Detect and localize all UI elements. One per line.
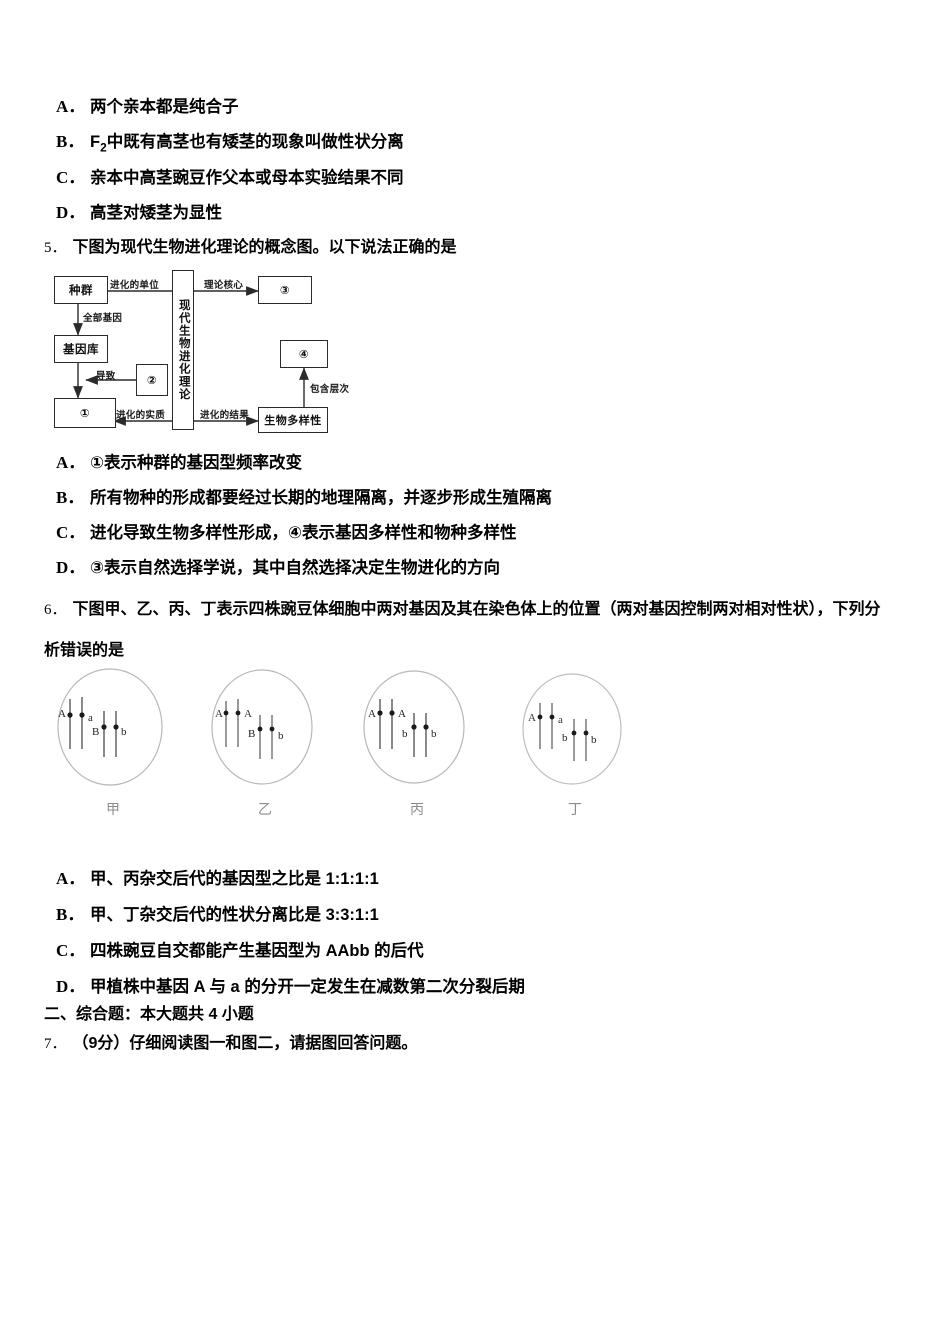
q5-option-d-text: ③表示自然选择学说，其中自然选择决定生物进化的方向	[90, 558, 500, 577]
diagram-box-biodiversity: 生物多样性	[258, 407, 328, 433]
svg-text:A: A	[244, 708, 252, 720]
cell-caption-yi: 乙	[258, 801, 272, 817]
diagram-label-all-genes: 全部基因	[83, 313, 123, 324]
q5-option-c-label: C．	[56, 522, 86, 542]
q6-option-d: D． 甲植株中基因 A 与 a 的分开一定发生在减数第二次分裂后期	[56, 976, 926, 999]
diagram-connectors	[73, 286, 309, 426]
svg-text:b: b	[591, 734, 597, 746]
section-2-block: 二、综合题：本大题共 4 小题 7． （9分）仔细阅读图一和图二，请据图回答问题…	[44, 1000, 924, 1062]
q5-option-d-label: D．	[56, 557, 86, 577]
svg-text:A: A	[368, 708, 376, 720]
svg-text:A: A	[398, 708, 406, 720]
cell-figure-ding: A a b b 丁	[510, 665, 640, 819]
q6-option-d-label: D．	[56, 976, 86, 996]
q4-option-c-label: C．	[56, 168, 86, 188]
cell-figure-jia: A a B b 甲	[48, 665, 178, 819]
q5-option-a: A． ①表示种群的基因型频率改变	[56, 452, 926, 475]
cell-caption-bing: 丙	[410, 801, 424, 817]
q6-option-a: A． 甲、丙杂交后代的基因型之比是 1:1:1:1	[56, 868, 926, 891]
svg-text:b: b	[402, 728, 408, 740]
q6-option-c-label: C．	[56, 940, 86, 960]
cell-caption-ding: 丁	[568, 801, 582, 817]
svg-text:a: a	[558, 714, 563, 726]
q5-option-c-text: 进化导致生物多样性形成，④表示基因多样性和物种多样性	[90, 523, 517, 542]
q4-option-b-text: F2中既有高茎也有矮茎的现象叫做性状分离	[90, 131, 404, 155]
q4-option-d-label: D．	[56, 203, 86, 223]
q5-option-a-label: A．	[56, 453, 86, 472]
diagram-label-leads-to: 导致	[96, 371, 116, 382]
svg-text:b: b	[278, 730, 284, 742]
q6-stem-line-2: 析错误的是	[44, 641, 125, 659]
svg-text:A: A	[215, 708, 223, 720]
svg-text:b: b	[121, 726, 127, 738]
svg-text:B: B	[92, 726, 99, 738]
cell-diagram-ding: A a b b	[522, 673, 622, 785]
diagram-label-unit-of-evolution: 进化的单位	[110, 280, 160, 291]
diagram-label-essence-of-evolution: 进化的实质	[116, 410, 166, 421]
cell-caption-jia: 甲	[106, 801, 120, 817]
q7-number: 7．	[44, 1036, 67, 1052]
q4-option-a-label: A．	[56, 97, 86, 116]
q6-option-c: C． 四株豌豆自交都能产生基因型为 AAbb 的后代	[56, 940, 926, 963]
pea-cell-figures: A a B b 甲 A A	[40, 665, 660, 830]
evolution-concept-diagram: 种群 基因库 ① ② ③ ④ 现代生物进化理论 生物多样性 进化的单位 全部基因…	[52, 268, 382, 433]
diagram-box-gene-pool: 基因库	[54, 335, 108, 363]
q6-option-b-text: 甲、丁杂交后代的性状分离比是 3:3:1:1	[90, 905, 379, 924]
q6-options-group: A． 甲、丙杂交后代的基因型之比是 1:1:1:1 B． 甲、丁杂交后代的性状分…	[56, 868, 926, 1012]
q4-option-b-prefix: F	[90, 132, 101, 151]
q6-stem-line-1: 下图甲、乙、丙、丁表示四株豌豆体细胞中两对基因及其在染色体上的位置（两对基因控制…	[72, 601, 881, 618]
q4-option-d-text: 高茎对矮茎为显性	[90, 204, 222, 223]
q4-options-group: A． 两个亲本都是纯合子 B． F2中既有高茎也有矮茎的现象叫做性状分离 C． …	[56, 96, 916, 237]
q4-option-b-suffix: 中既有高茎也有矮茎的现象叫做性状分离	[106, 132, 404, 151]
diagram-box-blank-4: ④	[280, 340, 328, 368]
cell-diagram-yi: A A B b	[211, 669, 313, 785]
diagram-box-blank-3: ③	[258, 276, 312, 304]
svg-text:A: A	[58, 708, 66, 720]
q6-option-c-text: 四株豌豆自交都能产生基因型为 AAbb 的后代	[90, 941, 424, 960]
q5-stem-text: 下图为现代生物进化理论的概念图。以下说法正确的是	[72, 239, 457, 256]
cell-diagram-bing: A A b b	[363, 670, 465, 784]
q6-option-a-label: A．	[56, 869, 86, 888]
q5-option-b-label: B．	[56, 487, 85, 507]
q4-option-a: A． 两个亲本都是纯合子	[56, 96, 916, 119]
diagram-box-blank-2: ②	[136, 364, 168, 396]
diagram-label-result-of-evolution: 进化的结果	[200, 410, 250, 421]
svg-text:B: B	[248, 728, 255, 740]
q4-option-b-subscript: 2	[100, 140, 107, 155]
svg-text:b: b	[431, 728, 437, 740]
q6-stem: 6． 下图甲、乙、丙、丁表示四株豌豆体细胞中两对基因及其在染色体上的位置（两对基…	[44, 598, 934, 664]
q5-option-b-text: 所有物种的形成都要经过长期的地理隔离，并逐步形成生殖隔离	[90, 488, 552, 507]
q4-option-c-text: 亲本中高茎豌豆作父本或母本实验结果不同	[90, 169, 404, 188]
q4-option-a-text: 两个亲本都是纯合子	[90, 98, 239, 116]
q5-option-a-text: ①表示种群的基因型频率改变	[90, 454, 302, 472]
q5-option-c: C． 进化导致生物多样性形成，④表示基因多样性和物种多样性	[56, 522, 926, 545]
diagram-label-theory-core: 理论核心	[204, 280, 244, 291]
cell-figure-yi: A A B b 乙	[200, 665, 330, 819]
svg-text:A: A	[528, 712, 536, 724]
q4-option-b-label: B．	[56, 131, 85, 151]
q4-option-b: B． F2中既有高茎也有矮茎的现象叫做性状分离	[56, 131, 916, 155]
cell-diagram-jia: A a B b	[57, 668, 163, 786]
section-2-heading: 二、综合题：本大题共 4 小题	[44, 1006, 254, 1023]
q6-option-d-text: 甲植株中基因 A 与 a 的分开一定发生在减数第二次分裂后期	[90, 977, 525, 996]
svg-text:b: b	[562, 732, 568, 744]
q6-option-b-label: B．	[56, 904, 85, 924]
diagram-box-blank-1: ①	[54, 398, 116, 428]
diagram-label-contains-levels: 包含层次	[310, 384, 350, 395]
diagram-box-modern-evolution-theory: 现代生物进化理论	[172, 270, 194, 430]
q5-number: 5．	[44, 240, 67, 256]
q4-option-c: C． 亲本中高茎豌豆作父本或母本实验结果不同	[56, 167, 916, 190]
q7-stem-text: （9分）仔细阅读图一和图二，请据图回答问题。	[72, 1035, 418, 1052]
svg-text:a: a	[88, 712, 93, 724]
q6-number: 6．	[44, 602, 67, 618]
diagram-box-population: 种群	[54, 276, 108, 304]
q5-option-d: D． ③表示自然选择学说，其中自然选择决定生物进化的方向	[56, 557, 926, 580]
q6-option-a-text: 甲、丙杂交后代的基因型之比是 1:1:1:1	[90, 870, 379, 888]
cell-figure-bing: A A b b 丙	[352, 665, 482, 819]
q5-stem: 5． 下图为现代生物进化理论的概念图。以下说法正确的是	[44, 236, 924, 266]
q4-option-d: D． 高茎对矮茎为显性	[56, 202, 916, 225]
q6-option-b: B． 甲、丁杂交后代的性状分离比是 3:3:1:1	[56, 904, 926, 927]
q5-option-b: B． 所有物种的形成都要经过长期的地理隔离，并逐步形成生殖隔离	[56, 487, 926, 510]
q5-options-group: A． ①表示种群的基因型频率改变 B． 所有物种的形成都要经过长期的地理隔离，并…	[56, 452, 926, 592]
